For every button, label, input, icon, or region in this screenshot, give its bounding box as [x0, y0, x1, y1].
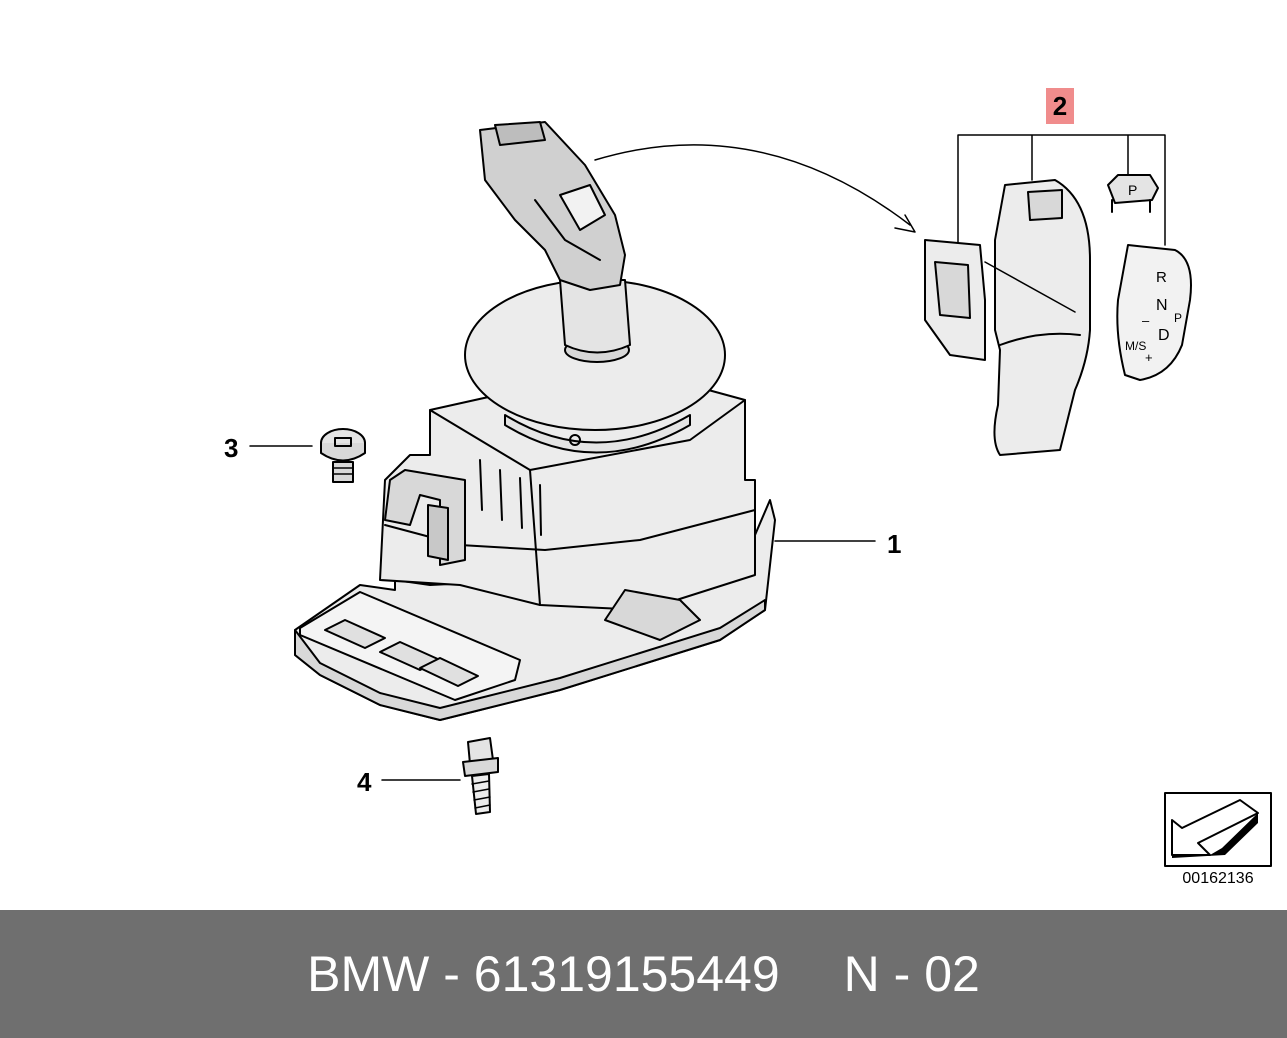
lever-handle: [479, 121, 626, 291]
bolt-thread: [471, 780, 491, 809]
handle-cover: [993, 179, 1091, 456]
indicator-p: P: [1174, 311, 1182, 325]
screw-hole-icon: [569, 434, 581, 446]
callout-2-bracket: [957, 134, 1166, 246]
handle-cover-window: [1027, 189, 1063, 221]
housing-rib-4: [539, 484, 542, 536]
housing-rib-1: [479, 459, 483, 511]
footer-bar: BMW - 61319155449 N - 02: [0, 910, 1287, 1038]
callout-part-2: 2: [1046, 88, 1074, 124]
tray-slot-left: [324, 619, 386, 649]
callout-part-4: 4: [357, 767, 372, 797]
handle-cover-line: [984, 261, 1076, 313]
shift-indicator-plate: [1116, 244, 1192, 381]
housing-rib-2: [499, 469, 503, 521]
housing-divider: [429, 399, 746, 471]
park-button: [1107, 174, 1159, 204]
bolt-shank: [471, 773, 491, 815]
indicator-d: D: [1158, 327, 1170, 344]
park-button-clip: [1111, 199, 1151, 213]
indicator-ms: M/S: [1125, 339, 1146, 353]
explode-arrow: [594, 144, 911, 226]
callout-part-1: 1: [887, 529, 902, 559]
lever-shaft: [559, 279, 631, 354]
indicator-n: N: [1156, 297, 1168, 314]
screw-shank: [332, 461, 354, 483]
dust-cover-lower: [504, 414, 691, 454]
park-button-label: P: [1128, 182, 1137, 198]
orientation-arrow-shadow: [1172, 813, 1258, 858]
housing-window: [427, 504, 449, 561]
handle-cover-seam: [999, 332, 1081, 346]
mounting-bolt: [462, 737, 499, 815]
indicator-plus: +: [1145, 350, 1153, 365]
housing-rib-3: [519, 477, 523, 529]
housing-notch: [604, 589, 701, 641]
footer-position-ref: N - 02: [843, 946, 980, 1002]
screw-head-side: [320, 442, 366, 462]
footer-part-ref: BMW - 61319155449: [307, 946, 780, 1002]
callout-part-3: 3: [224, 433, 239, 463]
indicator-r: R: [1156, 269, 1167, 286]
orientation-arrow: [1171, 799, 1259, 856]
gear-selector-assembly: [294, 121, 776, 721]
bolt-flange: [462, 757, 499, 777]
base-plate-edge: [294, 599, 766, 721]
diagram-number: 00162136: [1182, 870, 1254, 887]
housing-corner: [529, 469, 541, 606]
lever-grip-line: [534, 199, 601, 261]
lever-button: [559, 184, 606, 231]
tray-slot-right: [419, 657, 479, 687]
indicator-minus: –: [1142, 313, 1150, 328]
parts-diagram: R N P – D M/S + P: [249, 121, 1272, 867]
lever-handle-top: [494, 121, 546, 146]
explode-arrow-head: [894, 214, 916, 233]
orientation-arrow-icon: [1164, 792, 1272, 867]
screw-thread: [332, 467, 354, 475]
footer-text: BMW - 61319155449 N - 02: [0, 910, 1287, 1038]
left-trim-window: [934, 261, 971, 319]
screw-socket: [334, 437, 352, 447]
collar-screw: [320, 428, 366, 483]
exploded-cover-parts: [924, 134, 1192, 456]
